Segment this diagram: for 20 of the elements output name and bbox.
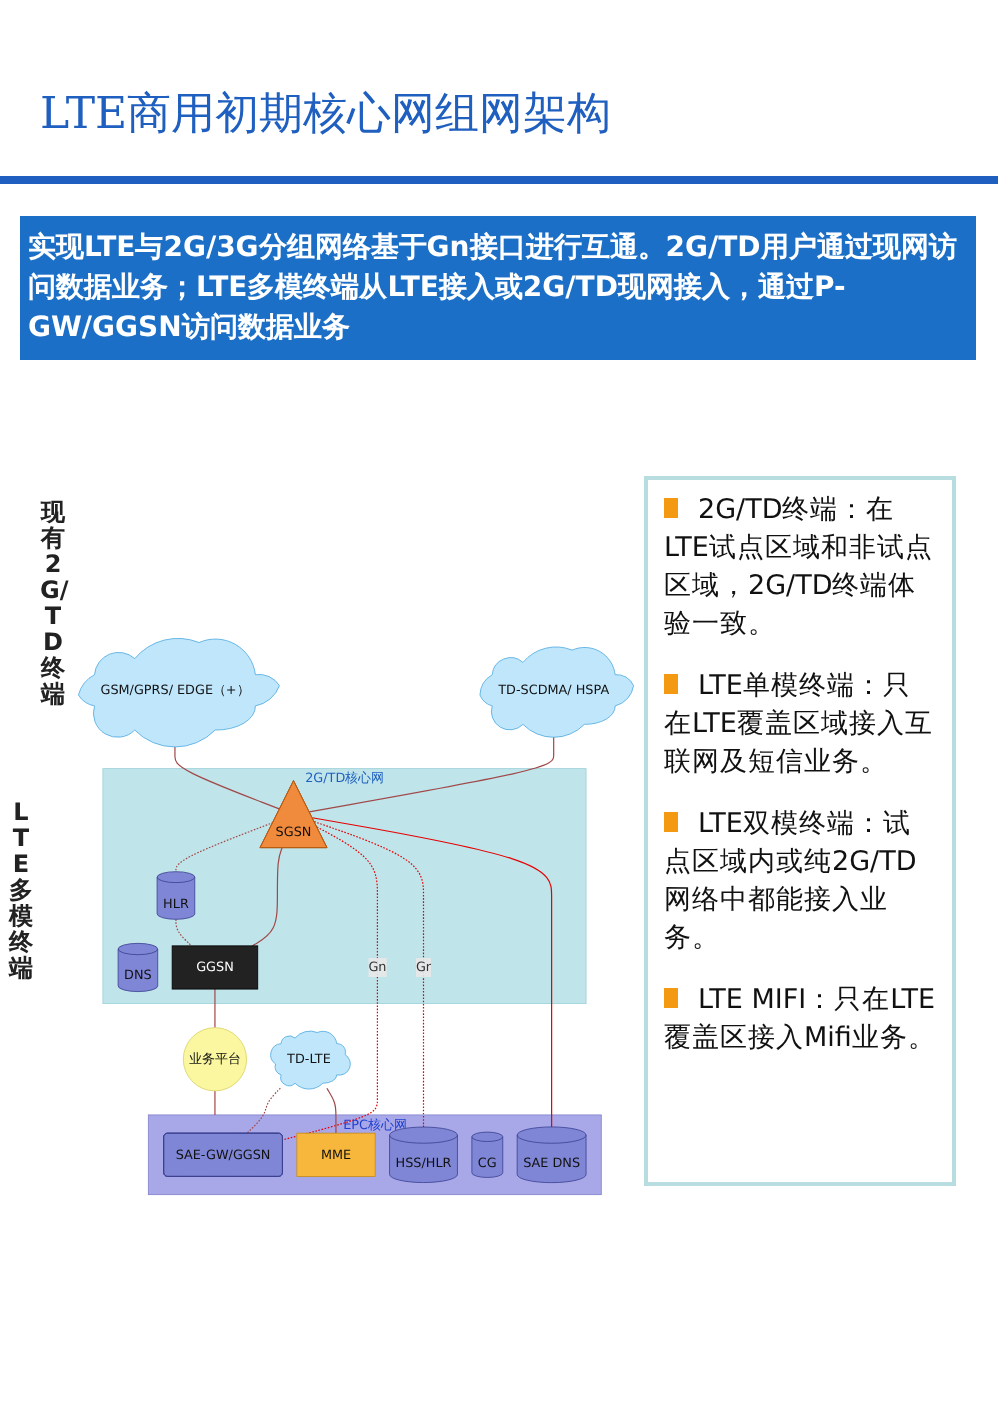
side-label: 现有2G/TD终端 — [40, 500, 66, 708]
note-text: LTE双模终端：试点区域内或纯2G/TD网络中都能接入业务。 — [664, 806, 936, 958]
connector — [214, 1089, 216, 1115]
connector — [311, 816, 553, 1127]
connector — [246, 1087, 281, 1134]
note-text: LTE单模终端：只在LTE覆盖区域接入互联网及短信业务。 — [664, 668, 936, 782]
summary-banner: 实现LTE与2G/3G分组网络基于Gn接口进行互通。2G/TD用户通过现网访问数据业务；LTE多模终端从LTE接入或2G/TD现网接入，通过P-GW/GGSN访问数据业务 — [20, 216, 976, 360]
connector — [251, 846, 283, 946]
connector — [308, 734, 555, 812]
side-label: LTE多模终端 — [8, 800, 34, 982]
connector — [282, 825, 378, 1140]
connector — [175, 918, 193, 946]
connector — [174, 743, 281, 810]
connector — [175, 821, 274, 872]
connector — [214, 987, 216, 1028]
note-text: 2G/TD终端：在LTE试点区域和非试点区域，2G/TD终端体验一致。 — [664, 492, 936, 644]
connector — [313, 820, 425, 1128]
note-text: LTE MIFI：只在LTE覆盖区接入Mifi业务。 — [664, 982, 936, 1058]
connector — [326, 1087, 337, 1134]
page-title: LTE商用初期核心网组网架构 — [40, 88, 612, 144]
